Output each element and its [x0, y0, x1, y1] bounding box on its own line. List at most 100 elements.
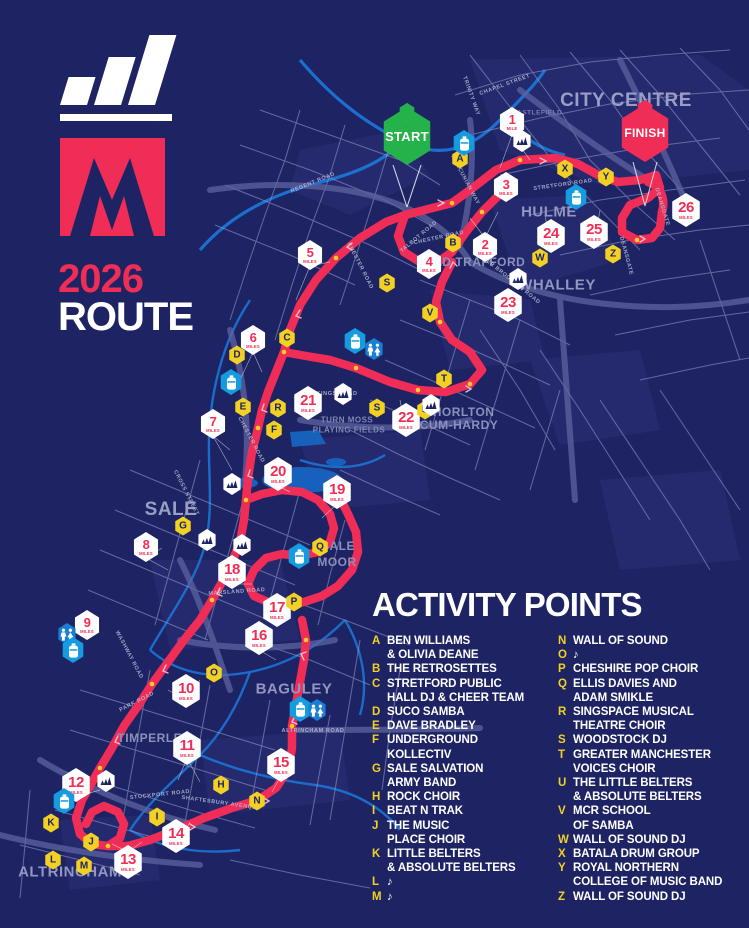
activity-marker-K[interactable]: K [42, 813, 60, 833]
brand-activation-marker[interactable] [512, 130, 532, 152]
activity-marker-Y[interactable]: Y [597, 167, 615, 187]
facility-marker[interactable] [307, 699, 327, 721]
mile-unit: MILES [501, 309, 515, 315]
facility-marker[interactable] [564, 184, 588, 210]
activity-marker-R[interactable]: R [269, 398, 287, 418]
activity-marker-J[interactable]: J [82, 832, 100, 852]
legend-key: D [372, 706, 381, 719]
finish-pin[interactable]: FINISH [618, 100, 672, 207]
activity-letter: S [373, 402, 381, 413]
legend-key: G [372, 762, 381, 775]
activity-marker-C[interactable]: C [278, 328, 296, 348]
facility-marker[interactable] [61, 637, 85, 663]
activity-marker-L[interactable]: L [44, 850, 62, 870]
mile-number: 16 [251, 626, 267, 644]
activity-marker-S2[interactable]: S [378, 273, 396, 293]
brand-activation-marker[interactable] [333, 383, 353, 405]
activity-letter: L [49, 854, 57, 865]
activity-marker-G[interactable]: G [174, 516, 192, 536]
activity-marker-B[interactable]: B [444, 233, 462, 253]
activity-marker-H[interactable]: H [212, 775, 230, 795]
legend-value-line: COLLEGE OF MUSIC BAND [573, 876, 723, 889]
activity-letter: A [456, 153, 464, 164]
mile-unit: MILES [399, 424, 413, 430]
legend-value-line: ROYAL NORTHERN [573, 862, 679, 875]
brand-activation-marker[interactable] [222, 473, 242, 495]
brand-activation-marker[interactable] [197, 529, 217, 551]
legend-value: ♪ [573, 648, 579, 662]
place-label: BAGULEY [255, 680, 333, 698]
legend-value-line: ♪ [573, 649, 579, 662]
activity-marker-V[interactable]: V [421, 303, 439, 323]
facility-marker[interactable] [364, 338, 384, 360]
activity-marker-M[interactable]: M [75, 856, 93, 876]
activity-marker-S[interactable]: S [368, 398, 386, 418]
facility-marker[interactable] [287, 543, 311, 569]
facility-marker[interactable] [288, 696, 312, 722]
finish-point-marker [637, 100, 653, 118]
start-pin[interactable]: START [380, 103, 434, 209]
activity-letter: M [79, 860, 89, 871]
activity-marker-D[interactable]: D [228, 345, 246, 365]
activity-letter: T [440, 373, 448, 384]
activity-marker-Q[interactable]: Q [311, 537, 329, 557]
legend-key: W [558, 833, 569, 846]
facility-marker[interactable] [52, 788, 76, 814]
activity-marker-W[interactable]: W [531, 248, 549, 268]
activity-marker-T[interactable]: T [435, 369, 453, 389]
activity-marker-O[interactable]: O [205, 663, 223, 683]
adidas-three-bars-icon [60, 30, 195, 105]
legend-value: WALL OF SOUND DJ [573, 890, 686, 904]
facility-marker[interactable] [343, 328, 367, 354]
legend-value-line: HALL DJ & CHEER TEAM [387, 691, 525, 704]
mile-unit: MILES [206, 427, 220, 433]
brand-activation-marker[interactable] [232, 534, 252, 556]
activity-marker-P[interactable]: P [285, 592, 303, 612]
facility-marker[interactable] [452, 130, 476, 156]
brand-activation-marker[interactable] [96, 770, 116, 792]
activity-letter: C [283, 332, 291, 343]
activity-marker-N[interactable]: N [248, 791, 266, 811]
activity-marker-X[interactable]: X [556, 159, 574, 179]
activity-letter: R [274, 402, 282, 413]
activity-marker-I[interactable]: I [148, 807, 166, 827]
legend-value-line: ROCK CHOIR [387, 791, 461, 804]
activity-marker-E[interactable]: E [234, 397, 252, 417]
facility-marker[interactable] [219, 369, 243, 395]
brand-activation-marker[interactable] [508, 268, 528, 290]
activity-marker-Z[interactable]: Z [604, 244, 622, 264]
brand-activation-marker[interactable] [421, 394, 441, 416]
activity-marker-F[interactable]: F [265, 420, 283, 440]
legend-value: CHESHIRE POP CHOIR [573, 662, 698, 676]
legend-item-L: L♪ [372, 875, 544, 889]
